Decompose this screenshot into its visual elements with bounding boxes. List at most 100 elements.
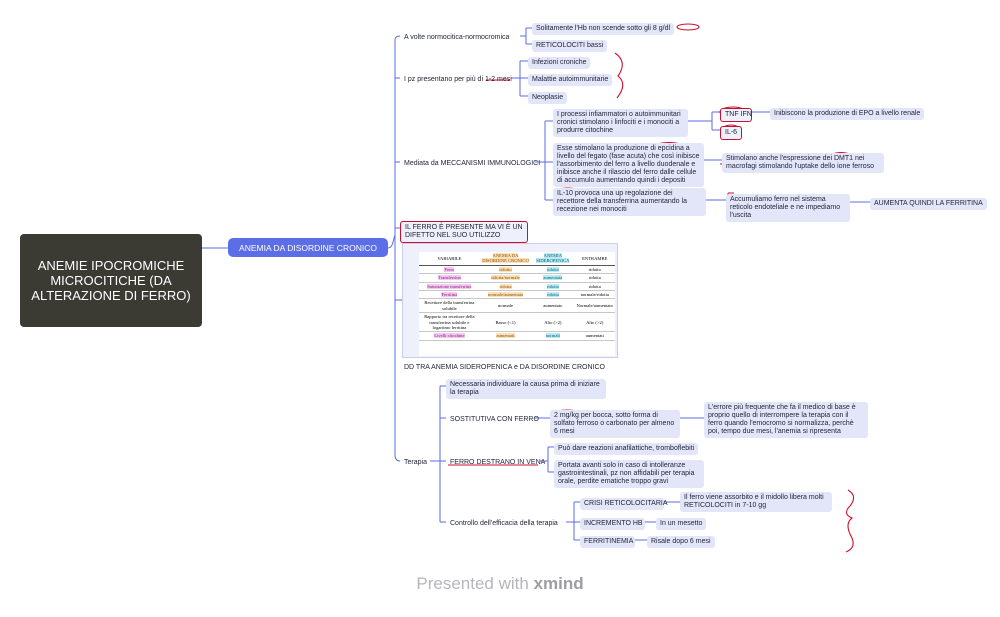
table-cell: Saturazione transferrina <box>419 282 480 292</box>
connector <box>387 234 396 249</box>
table-cell-text: ridotto <box>588 266 601 272</box>
subtopic-hb[interactable]: Solitamente l'Hb non scende sotto gli 8 … <box>532 23 675 35</box>
root-topic[interactable]: ANEMIE IPOCROMICHE MICROCITICHE (DA ALTE… <box>20 234 202 327</box>
footer-prefix: Presented with <box>416 574 534 593</box>
subtopic-portata[interactable]: Portata avanti solo in caso di intollera… <box>554 460 704 488</box>
table-cell-text: ridotta <box>499 283 512 289</box>
table-cell: ridotto <box>531 265 575 275</box>
table-cell: ridotta <box>531 282 575 292</box>
table-cell: normale <box>479 298 532 314</box>
subtopic-reticolociti[interactable]: RETICOLOCITI bassi <box>532 40 608 52</box>
main-topic[interactable]: ANEMIA DA DISORDINE CRONICO <box>228 238 388 257</box>
table-cell: aumentata <box>531 273 575 283</box>
subtopic-endovena[interactable]: FERRO DESTRANO IN VENA <box>450 459 546 466</box>
subtopic-processi[interactable]: I processi infiammatori o autoimmunitari… <box>553 109 688 137</box>
presented-with-footer: Presented with xmind <box>0 574 1000 594</box>
subtopic-controllo[interactable]: Controllo dell'efficacia della terapia <box>450 520 558 527</box>
table-cell: Normale/aumentato <box>574 298 615 314</box>
table-header-text: ANEMIA DA DISORDINE CRONICO <box>482 253 529 264</box>
table-cell-text: normali <box>545 333 560 339</box>
table-cell: Recettore della transferrina solubile <box>419 298 480 314</box>
table-cell-text: Recettore della transferrina solubile <box>424 300 475 311</box>
subtopic-necessaria[interactable]: Necessaria individuare la causa prima di… <box>446 379 606 399</box>
table-cell: aumentati <box>574 331 615 341</box>
table-cell: Alto (>2) <box>574 312 615 333</box>
table-cell: ridotta <box>531 290 575 300</box>
subtopic-epcidina[interactable]: Esse stimolano la produzione di epcidina… <box>553 143 704 187</box>
subtopic-incremento[interactable]: INCREMENTO HB <box>580 518 645 530</box>
table-cell: Ferro <box>419 265 480 275</box>
subtopic-il10[interactable]: IL-10 provoca una up regolazione dei rec… <box>553 188 706 216</box>
table-cell-text: Alto (>2) <box>586 319 604 325</box>
subtopic-tnf-ifn[interactable]: TNF IFN <box>720 108 752 122</box>
table-cell: Alto (>2) <box>531 312 575 333</box>
table-header-cell: VARIABILE <box>419 252 480 266</box>
subtopic-sost-detail[interactable]: 2 mg/kg per bocca, sotto forma di solfat… <box>550 410 680 438</box>
subtopic-crisi-detail[interactable]: Il ferro viene assorbito e il midollo li… <box>680 492 832 512</box>
table-cell: Livelli citochine <box>419 331 480 341</box>
subtopic-errore[interactable]: L'errore più frequente che fa il medico … <box>704 402 868 438</box>
subtopic-dmt1[interactable]: Stimolano anche l'espressione dei DMT1 n… <box>722 153 884 173</box>
table-cell: ridotta/normale <box>479 273 532 283</box>
table-cell-text: Saturazione transferrina <box>427 283 472 289</box>
subtopic-reazioni[interactable]: Può dare reazioni anafilattiche, trombof… <box>554 443 699 455</box>
table-cell-text: Alto (>2) <box>544 319 562 325</box>
subtopic-aumenta-ferritina[interactable]: AUMENTA QUINDI LA FERRITINA <box>870 198 987 210</box>
root-topic-label: ANEMIE IPOCROMICHE MICROCITICHE (DA ALTE… <box>31 258 191 303</box>
subtopic-inibiscono[interactable]: Inibiscono la produzione di EPO a livell… <box>770 108 925 120</box>
topic-normocitica[interactable]: A volte normocitica-normocromica <box>404 34 510 41</box>
subtopic-accumuliamo[interactable]: Accumuliamo ferro nel sistema reticolo e… <box>726 194 850 222</box>
table-row: Rapporto tra recettore della transferrin… <box>419 312 615 333</box>
table-row: Livelli citochine aumentati normali aumenta… <box>419 331 615 341</box>
connector <box>511 60 528 97</box>
subtopic-malattie[interactable]: Malattie autoimmunitarie <box>528 74 613 86</box>
topic-pz-presentano[interactable]: I pz presentano per più di 1-2 mesi <box>404 76 512 83</box>
dd-caption[interactable]: DD TRA ANEMIA SIDEROPENICA e DA DISORDIN… <box>404 364 605 371</box>
table-cell: aumentati <box>479 331 532 341</box>
table-cell-text: normale/ridotta <box>580 292 609 298</box>
subtopic-ferritinemia-detail[interactable]: Risale dopo 6 mesi <box>647 536 715 548</box>
table-cell: aumentato <box>531 298 575 314</box>
topic-ferro-presente[interactable]: IL FERRO È PRESENTE MA VI È UN DIFETTO N… <box>400 221 528 243</box>
connector <box>520 27 532 45</box>
subtopic-crisi[interactable]: CRISI RETICOLOCITARIA <box>580 498 668 510</box>
table-cell: Ferritina <box>419 290 480 300</box>
subtopic-ferritinemia[interactable]: FERRITINEMIA <box>580 536 635 548</box>
table-cell-text: Normale/aumentato <box>576 303 613 309</box>
table-cell-text: Transferrina <box>438 275 461 281</box>
table-cell-text: Rapporto tra recettore della transferrin… <box>424 314 475 331</box>
table-cell-text: ridotta/normale <box>491 275 520 281</box>
connector <box>535 120 553 201</box>
table-cell-text: ridotta <box>588 283 601 289</box>
connector <box>430 385 446 523</box>
subtopic-il6[interactable]: IL-6 <box>720 126 742 140</box>
table-header-cell: ANEMIA DA DISORDINE CRONICO <box>479 252 532 266</box>
main-topic-label: ANEMIA DA DISORDINE CRONICO <box>239 242 377 253</box>
table-cell: Rapporto tra recettore della transferrin… <box>419 312 480 333</box>
subtopic-incremento-detail[interactable]: In un mesetto <box>656 518 707 530</box>
table-cell: ridotta <box>479 282 532 292</box>
table-cell-text: ridotto <box>546 266 559 272</box>
table-cell-text: Basso (<1) <box>495 319 516 325</box>
subtopic-infezioni[interactable]: Infezioni croniche <box>528 57 591 69</box>
table-header-text: ANEMIA SIDEROPENICA <box>536 253 570 264</box>
table-header-cell: ENTRAMBE <box>574 252 615 266</box>
connector <box>540 446 554 473</box>
topic-mediata[interactable]: Mediata da MECCANISMI IMMUNOLOGICI <box>404 160 541 167</box>
table-cell-text: Ferro <box>444 266 455 272</box>
handwritten-bracket <box>614 52 624 99</box>
topic-terapia[interactable]: Terapia <box>404 459 427 466</box>
connector <box>566 501 580 541</box>
table-cell: ridotto <box>479 265 532 275</box>
subtopic-neoplasie[interactable]: Neoplasie <box>528 92 568 104</box>
table-cell-text: Livelli citochine <box>434 333 465 339</box>
handwritten-bracket <box>845 489 855 553</box>
subtopic-sostitutiva[interactable]: SOSTITUTIVA CON FERRO <box>450 416 539 423</box>
